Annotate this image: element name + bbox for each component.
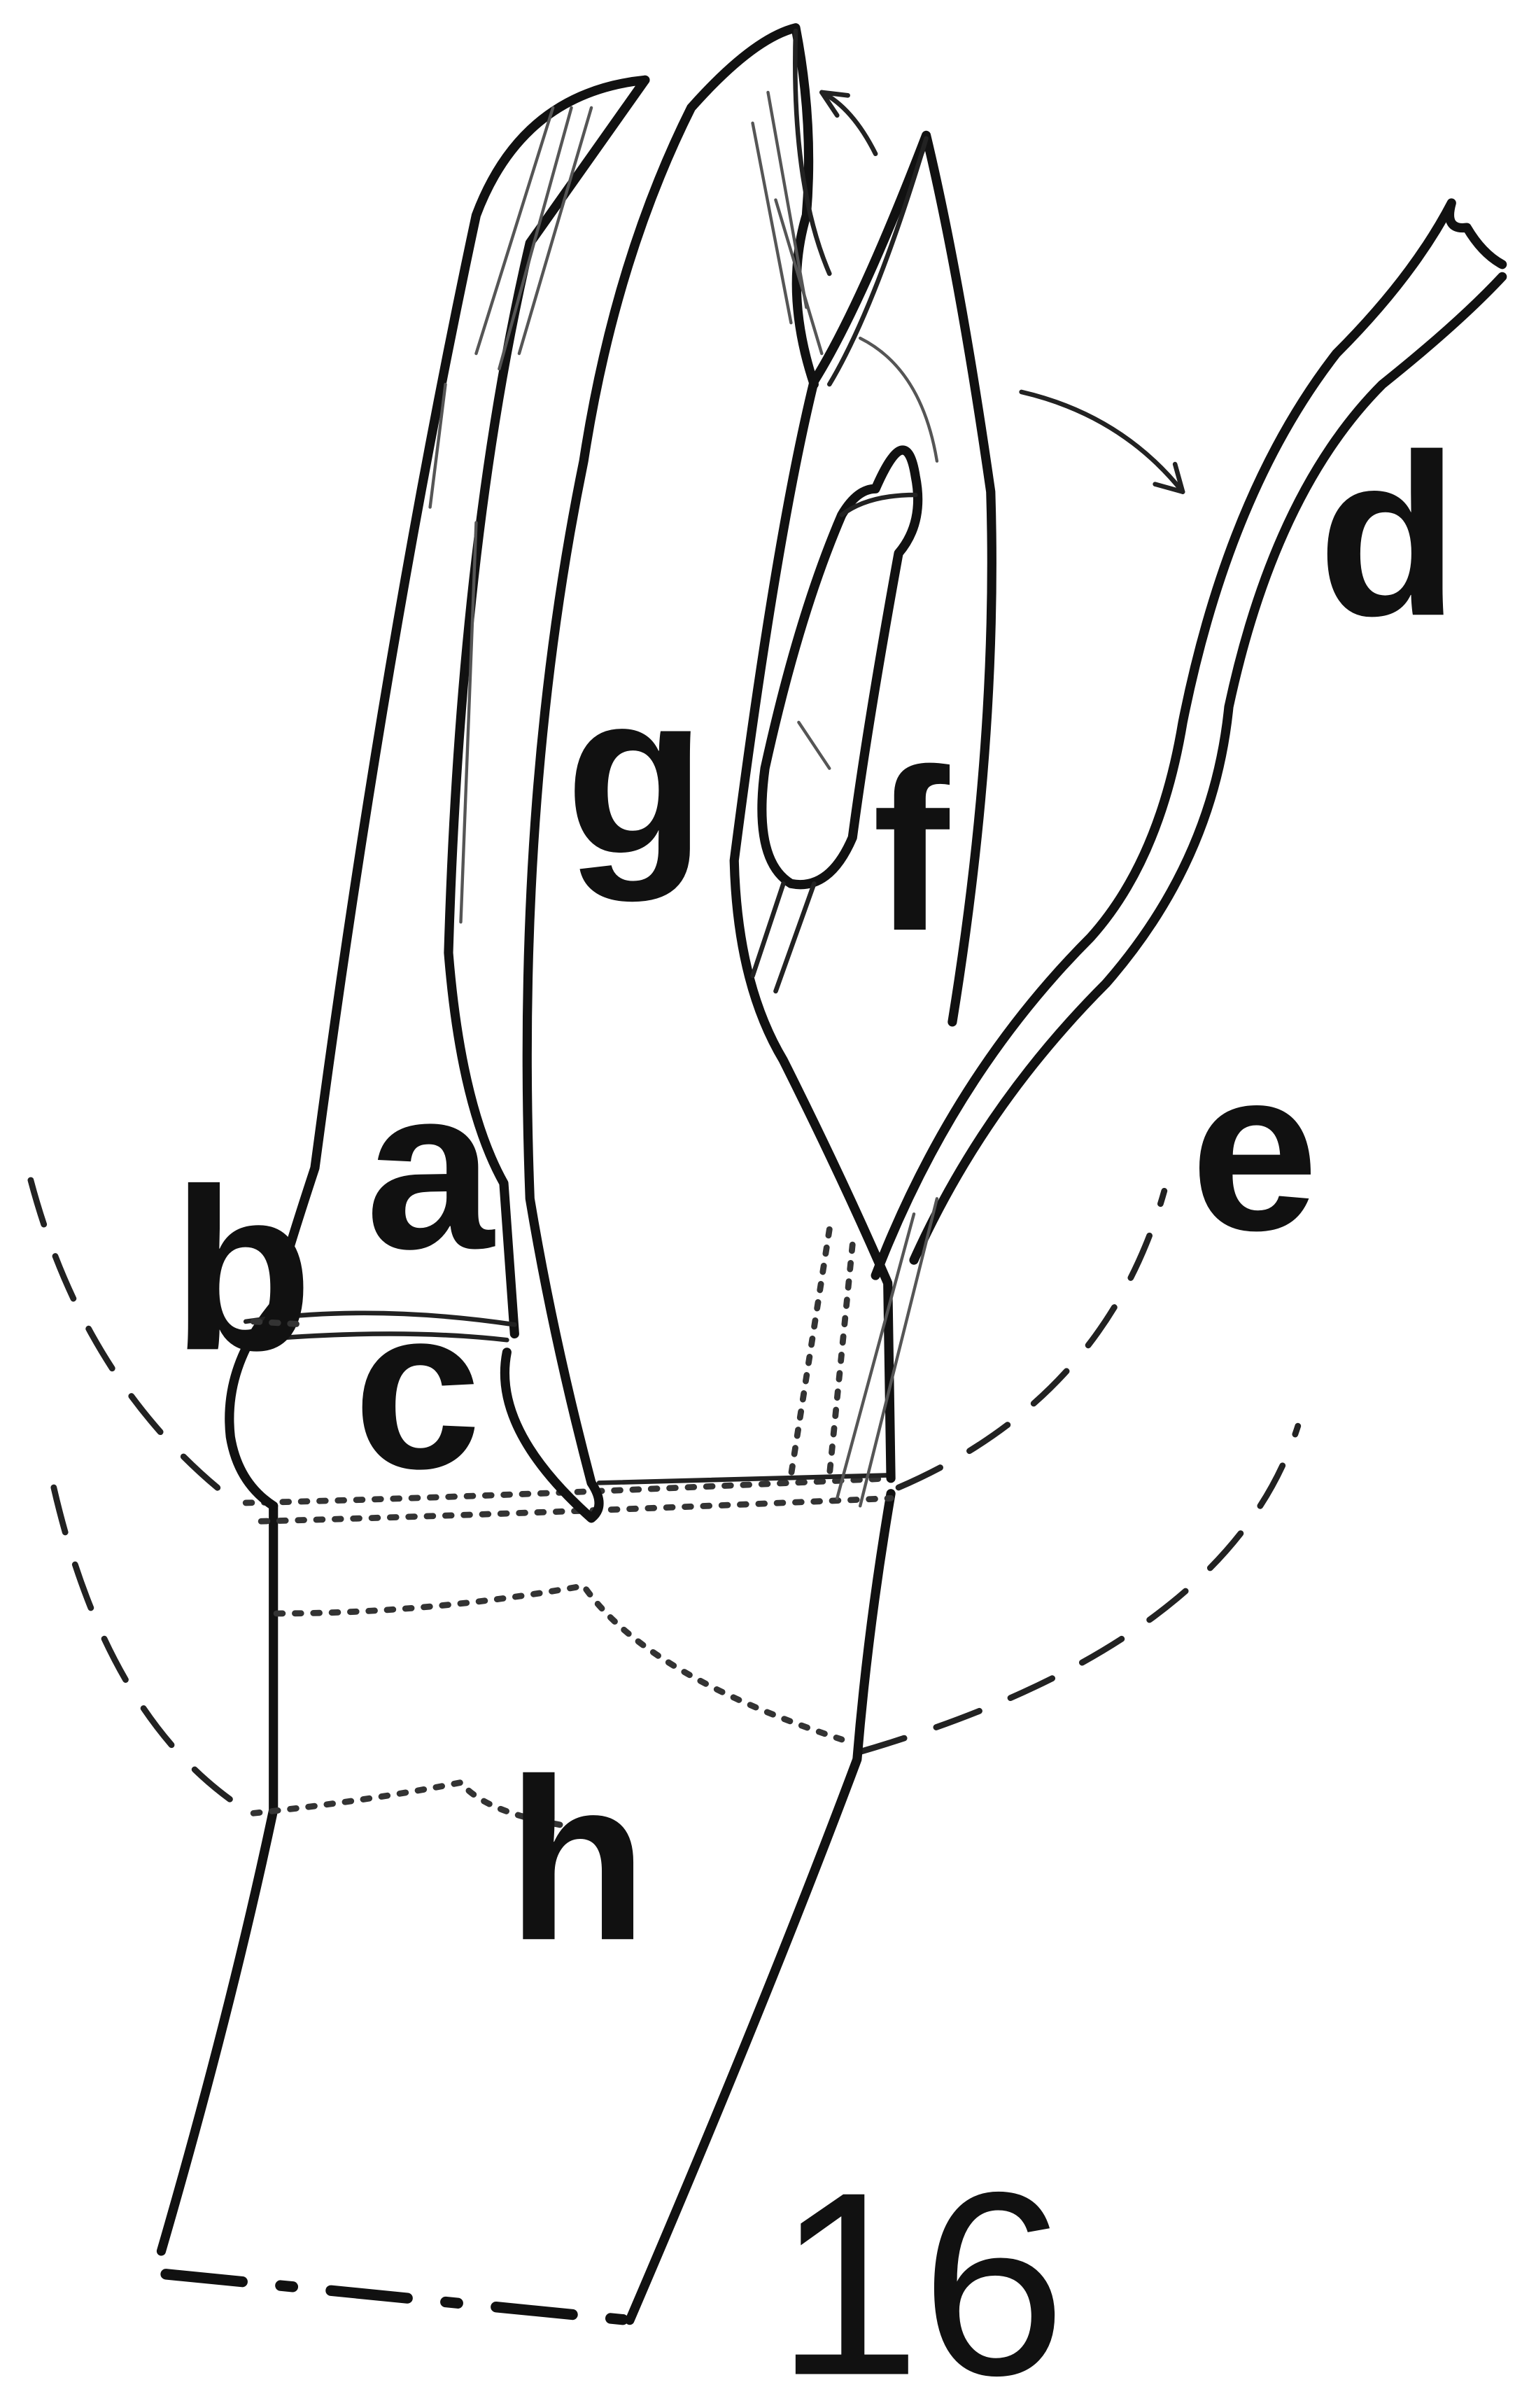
palea-f	[734, 135, 992, 1478]
label-c: c	[353, 1259, 481, 1516]
figure-number: 16	[775, 2138, 1066, 2408]
label-h: h	[507, 1730, 647, 1988]
label-b: b	[172, 1140, 313, 1398]
internal-dashed	[791, 1229, 852, 1475]
label-e: e	[1190, 1021, 1318, 1278]
label-g: g	[565, 644, 706, 903]
label-f: f	[873, 721, 952, 979]
label-a: a	[365, 1040, 495, 1297]
label-d: d	[1318, 406, 1458, 664]
